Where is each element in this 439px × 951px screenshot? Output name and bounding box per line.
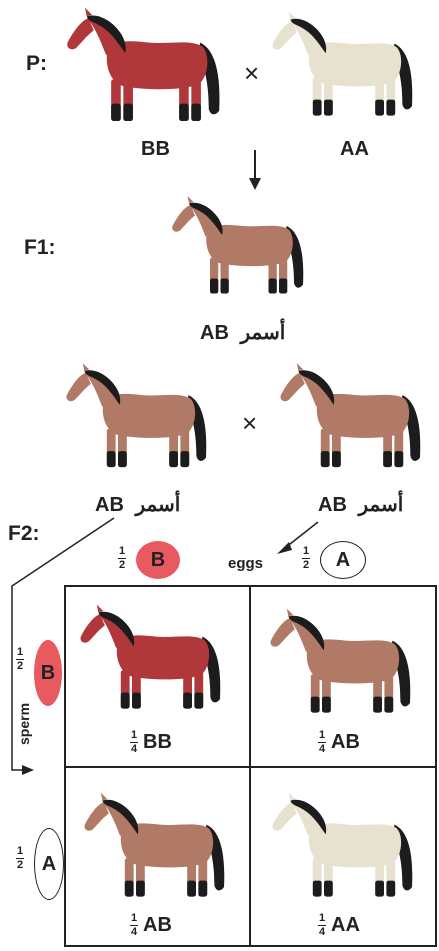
egg-allele-b: B <box>136 541 180 579</box>
punnett-divider-horizontal <box>64 766 437 768</box>
f2-parent-right-horse <box>276 360 436 475</box>
punnett-cell-2-genotype: AB <box>331 731 360 753</box>
f2-parent-left-name: أسمر <box>135 494 181 516</box>
f2-parent-left-label: AB أسمر <box>95 492 180 517</box>
punnett-cell-ab-horse-1 <box>266 604 426 722</box>
punnett-cell-aa-horse <box>268 786 428 908</box>
punnett-cell-ab-horse-2 <box>80 786 240 908</box>
f1-name: أسمر <box>240 322 286 344</box>
f2-parent-left-horse <box>62 360 222 475</box>
gamete-connector-lines <box>11 517 319 775</box>
punnett-cell-4-genotype: AA <box>331 914 360 936</box>
f2-parent-right-label: AB أسمر <box>318 492 403 517</box>
f1-generation-label: F1: <box>24 236 56 259</box>
egg-allele-a: A <box>320 541 366 579</box>
p-generation-label: P: <box>26 52 47 75</box>
punnett-cell-1-genotype: BB <box>143 731 172 753</box>
sperm-allele-b: B <box>34 640 62 706</box>
eggs-label: eggs <box>228 555 264 572</box>
parent-bb-horse <box>62 6 237 128</box>
cross-symbol-f2: × <box>242 408 258 438</box>
sperm-allele-a: A <box>34 828 64 900</box>
parent-left-genotype: BB <box>141 138 170 160</box>
cross-symbol-p: × <box>244 58 260 88</box>
punnett-cell-3-genotype: AB <box>143 914 172 936</box>
parent-right-genotype: AA <box>340 138 369 160</box>
f2-generation-label: F2: <box>8 522 40 545</box>
sperm-label: sperm <box>16 702 32 745</box>
f1-horse <box>168 186 318 308</box>
parent-aa-horse <box>268 6 428 126</box>
f2-parent-right-genotype: AB <box>318 494 347 516</box>
f2-parent-right-name: أسمر <box>358 494 404 516</box>
arrow-p-to-f1 <box>249 150 261 190</box>
f1-genotype: AB <box>200 322 229 344</box>
f2-parent-left-genotype: AB <box>95 494 124 516</box>
f1-genotype-label: AB أسمر <box>200 320 285 345</box>
punnett-cell-bb-horse <box>76 598 236 720</box>
